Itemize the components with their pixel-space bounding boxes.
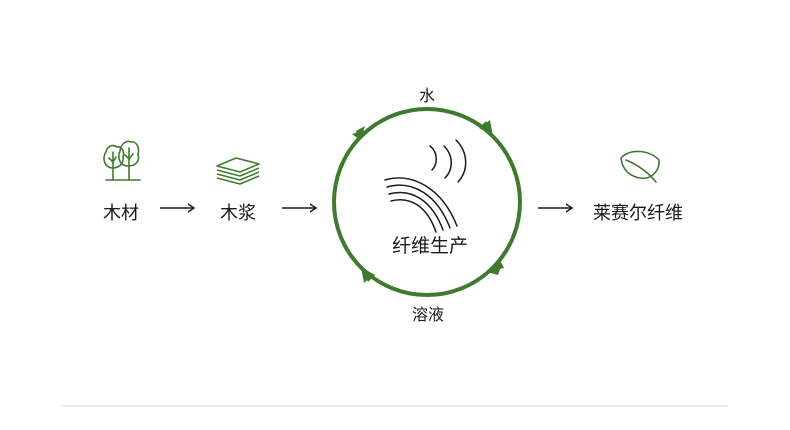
stacked-sheets-icon (216, 157, 260, 185)
trees-icon (103, 140, 141, 181)
cycle-arrow-top-right (479, 120, 493, 136)
arrow-pulp-to-cycle (282, 203, 318, 213)
wood-label: 木材 (103, 203, 139, 224)
cycle-top-label: 水 (419, 86, 435, 105)
cycle-center-label: 纤维生产 (392, 235, 468, 257)
cycle-arrow-top-left (352, 126, 365, 140)
cycle-arrow-bottom-left (361, 267, 375, 283)
lyocell-label: 莱赛尔纤维 (593, 203, 683, 224)
cycle-arrow-bottom-right (487, 258, 504, 275)
leaf-icon (620, 150, 660, 183)
arrow-cycle-to-lyocell (538, 203, 574, 213)
production-cycle-ring (332, 107, 522, 297)
pulp-label: 木浆 (220, 203, 256, 224)
cycle-bottom-label: 溶液 (412, 305, 444, 324)
arrow-wood-to-pulp (160, 203, 196, 213)
fiber-strands-icon (384, 139, 467, 233)
